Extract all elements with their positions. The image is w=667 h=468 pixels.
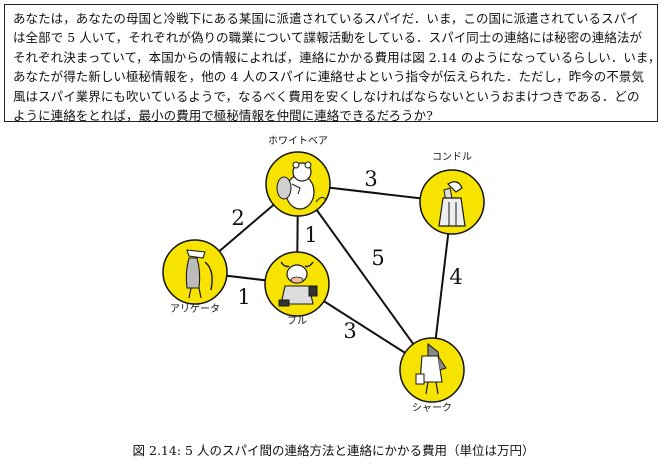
node-alligator [162,239,228,305]
node-label: シャーク [412,402,452,414]
edge-cost-label: 1 [237,285,250,309]
edge-cost-label: 3 [343,319,356,343]
node-circle [264,251,330,317]
node-shark [399,337,465,403]
bull-spy-icon [278,261,318,307]
problem-line: あなたが得た新しい極秘情報を，他の 4 人のスパイに連絡せよという指令が伝えられ… [13,69,645,85]
polar-bear-spy-icon [276,161,327,210]
edge-cost-label: 1 [304,223,317,247]
node-label: コンドル [432,152,472,163]
problem-line: は全部で 5 人いて，それぞれが偽りの職業について諜報活動をしている．スパイ同士… [13,30,643,46]
edge-cost-label: 2 [231,206,244,230]
problem-statement-box: あなたは，あなたの母国と冷戦下にある某国に派遣されているスパイだ．いま，この国に… [4,4,661,124]
edge-cost-label: 3 [364,167,377,191]
nodes-layer [162,151,485,403]
problem-line: 風はスパイ業界にも吹いているようで，なるべく費用を安くしなければならないというお… [13,88,640,104]
shark-spy-icon [415,342,447,395]
alligator-spy-icon [185,249,213,299]
node-label: アリゲータ [170,303,220,315]
edge-cost-label: 4 [449,265,462,289]
problem-line: ように連絡をとれば，最小の費用で極秘情報を仲間に連絡できるだろうか? [13,108,433,124]
node-bull [264,251,330,317]
problem-line: あなたは，あなたの母国と冷戦下にある某国に派遣されているスパイだ．いま，この国に… [13,11,639,26]
node-label: ホワイトベア [268,135,328,147]
node-whitebear [265,151,331,217]
problem-line: それぞれ決まっていて，本国からの情報によれば，連絡にかかる費用は図 2.14 の… [13,49,661,65]
node-condor [419,169,485,235]
edge-whitebear-shark [297,183,433,371]
condor-spy-icon [438,181,466,227]
edge-cost-label: 5 [371,246,384,270]
node-label: ブル [287,314,307,327]
figure-caption: 図 2.14: 5 人のスパイ間の連絡方法と連絡にかかる費用（単位は万円） [132,443,535,458]
